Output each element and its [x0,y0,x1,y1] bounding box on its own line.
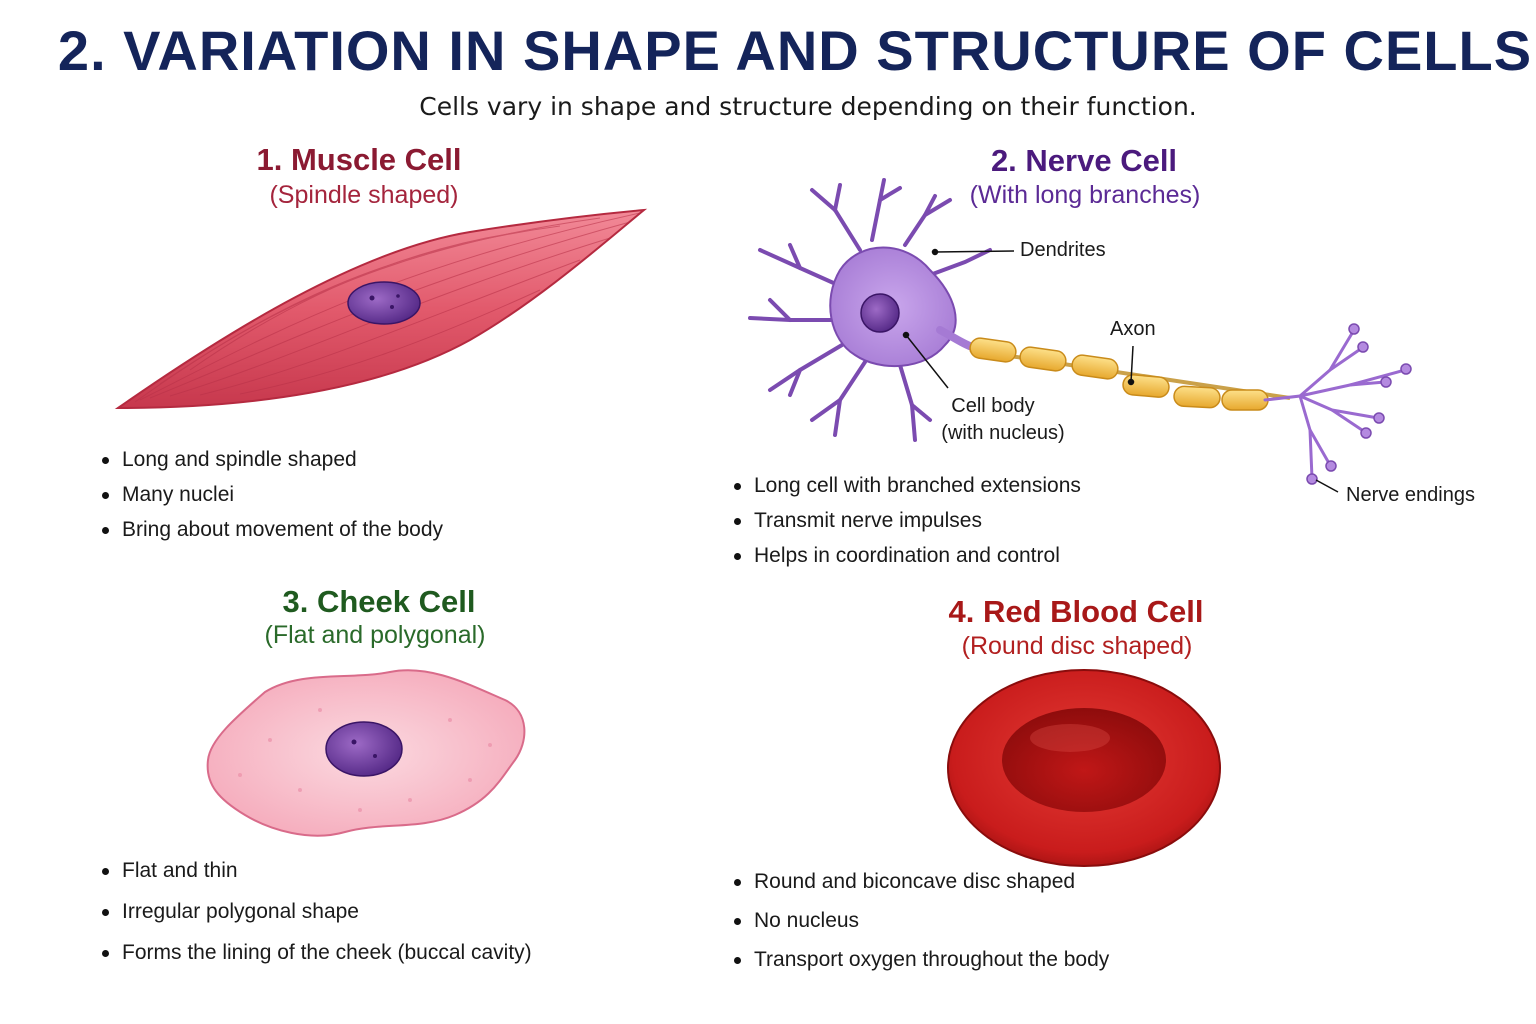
list-item: Long cell with branched extensions [732,468,1081,503]
page-title: 2. VARIATION IN SHAPE AND STRUCTURE OF C… [57,19,1533,82]
list-item: Forms the lining of the cheek (buccal ca… [100,932,532,973]
rbc-title: 4. Red Blood Cell [948,594,1204,629]
list-item: Irregular polygonal shape [100,891,532,932]
list-item: Helps in coordination and control [732,538,1081,573]
list-item: Flat and thin [100,850,532,891]
nerve-cell-points: Long cell with branched extensions Trans… [732,468,1081,573]
cheek-cell-title: 3. Cheek Cell [282,584,476,619]
muscle-cell-subtitle: (Spindle shaped) [269,181,459,209]
rbc-points: Round and biconcave disc shaped No nucle… [732,862,1109,979]
list-item: Transport oxygen throughout the body [732,940,1109,979]
nerve-cell-title: 2. Nerve Cell [990,143,1178,178]
nerve-endings-label: Nerve endings [1346,484,1475,506]
page-subtitle: Cells vary in shape and structure depend… [419,92,1197,121]
list-item: Long and spindle shaped [100,442,443,477]
axon-label: Axon [1110,318,1156,340]
list-item: No nucleus [732,901,1109,940]
nerve-cell-drawing [748,178,1412,493]
rbc-drawing [947,669,1221,867]
list-item: Round and biconcave disc shaped [732,862,1109,901]
nerve-cell-subtitle: (With long branches) [969,181,1201,209]
cheek-cell-drawing [206,669,526,837]
list-item: Bring about movement of the body [100,512,443,547]
rbc-subtitle: (Round disc shaped) [961,632,1193,660]
cheek-cell-points: Flat and thin Irregular polygonal shape … [100,850,532,973]
cell-body-label: Cell body [951,395,1035,417]
muscle-cell-drawing [114,208,648,410]
list-item: Many nuclei [100,477,443,512]
dendrites-label: Dendrites [1020,239,1106,261]
muscle-cell-title: 1. Muscle Cell [256,142,462,177]
cell-body-nucleus-label: (with nucleus) [941,422,1065,444]
cheek-cell-subtitle: (Flat and polygonal) [264,621,486,649]
list-item: Transmit nerve impulses [732,503,1081,538]
muscle-cell-points: Long and spindle shaped Many nuclei Brin… [100,442,443,547]
